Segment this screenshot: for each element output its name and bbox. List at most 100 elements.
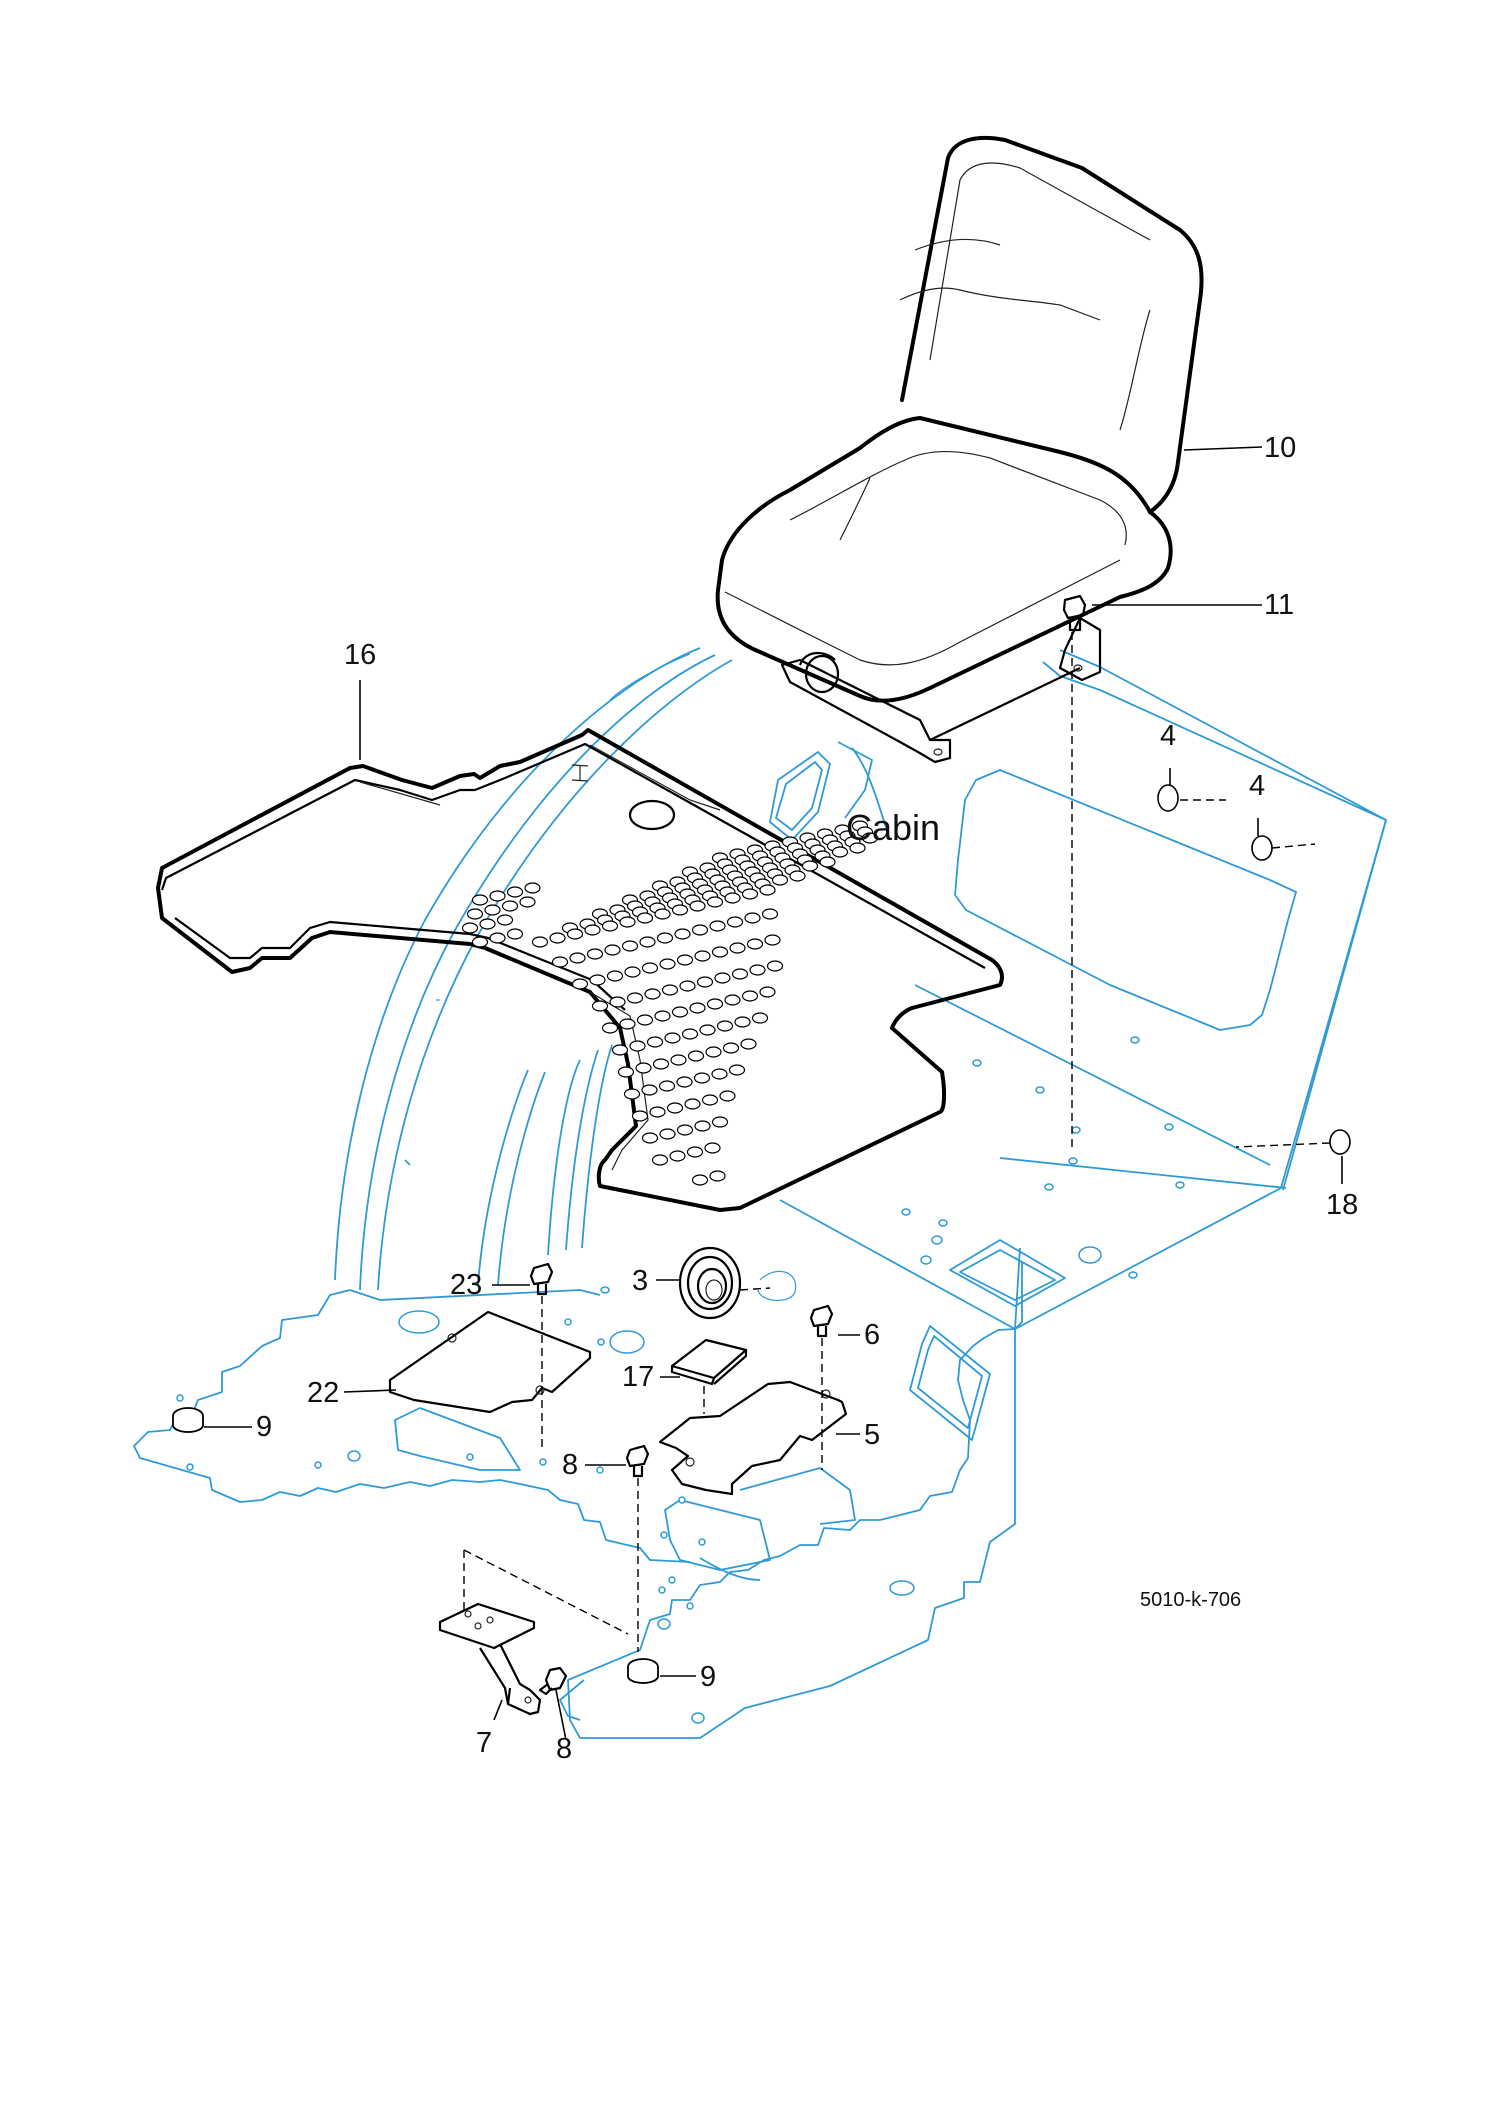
mat-hole bbox=[591, 1000, 609, 1012]
mat-hole bbox=[664, 1032, 681, 1044]
mat-hole bbox=[728, 1064, 746, 1076]
mat-hole bbox=[566, 928, 584, 940]
mat-hole bbox=[519, 896, 536, 908]
mat-hole bbox=[601, 1022, 619, 1034]
callout-9-right: 9 bbox=[700, 1661, 716, 1693]
mat-hole bbox=[586, 948, 604, 960]
mat-hole bbox=[654, 908, 671, 920]
callout-6: 6 bbox=[864, 1319, 880, 1351]
mat-hole bbox=[681, 1028, 699, 1040]
mat-hole bbox=[831, 846, 849, 858]
mat-hole bbox=[706, 998, 724, 1010]
mat-hole bbox=[461, 922, 479, 934]
callout-5: 5 bbox=[864, 1419, 880, 1451]
mat-hole bbox=[729, 942, 746, 954]
mat-hole bbox=[676, 954, 694, 966]
mat-hole bbox=[471, 936, 489, 948]
mat-hole bbox=[589, 974, 606, 986]
callout-7: 7 bbox=[476, 1727, 492, 1759]
mat-hole bbox=[726, 916, 744, 928]
mat-hole bbox=[705, 1046, 722, 1058]
bolt-part-8-lower bbox=[538, 1666, 568, 1696]
mat-hole bbox=[709, 1170, 726, 1182]
mat-hole bbox=[506, 886, 524, 898]
mat-hole bbox=[771, 874, 789, 886]
mat-hole bbox=[861, 832, 879, 844]
mat-hole bbox=[676, 1076, 693, 1088]
mat-hole bbox=[693, 1072, 711, 1084]
mat-hole bbox=[636, 912, 654, 924]
mat-hole bbox=[601, 920, 619, 932]
mat-hole bbox=[719, 1090, 736, 1102]
mat-hole bbox=[658, 1080, 676, 1092]
mat-hole bbox=[751, 1012, 769, 1024]
mat-hole bbox=[659, 958, 676, 970]
mat-hole bbox=[671, 1006, 689, 1018]
mat-hole bbox=[551, 956, 569, 968]
mat-hole bbox=[711, 1068, 728, 1080]
mat-hole bbox=[689, 1002, 706, 1014]
mat-hole bbox=[635, 1062, 652, 1074]
mat-hole bbox=[691, 1174, 709, 1186]
mat-hole bbox=[604, 944, 621, 956]
mat-hole bbox=[646, 1036, 664, 1048]
leader-lines bbox=[204, 446, 1343, 1741]
mat-hole bbox=[674, 928, 691, 940]
mat-hole bbox=[709, 920, 726, 932]
mat-hole bbox=[501, 900, 519, 912]
assembly-lines bbox=[463, 632, 1331, 1652]
mat-hole bbox=[684, 1098, 701, 1110]
mat-hole-pattern bbox=[461, 820, 879, 1186]
mat-hole bbox=[641, 1084, 658, 1096]
mat-hole bbox=[654, 1010, 671, 1022]
mat-hole bbox=[694, 950, 711, 962]
mat-hole bbox=[734, 1016, 751, 1028]
mat-hole bbox=[704, 1142, 721, 1154]
mat-hole bbox=[670, 1054, 687, 1066]
callout-3: 3 bbox=[632, 1265, 648, 1297]
callout-4-upper: 4 bbox=[1160, 720, 1176, 752]
mat-hole bbox=[611, 1044, 629, 1056]
mat-hole bbox=[639, 936, 656, 948]
callout-9-left: 9 bbox=[256, 1411, 272, 1443]
bolt-part-6 bbox=[809, 1304, 834, 1338]
callout-23: 23 bbox=[450, 1269, 482, 1301]
mat-hole bbox=[666, 1102, 684, 1114]
mat-hole bbox=[686, 1146, 704, 1158]
mat-hole bbox=[722, 1042, 740, 1054]
callout-18: 18 bbox=[1326, 1189, 1358, 1221]
mat-hole bbox=[740, 1038, 757, 1050]
mat-hole bbox=[741, 888, 759, 900]
mat-hole bbox=[656, 932, 674, 944]
mat-hole bbox=[701, 1094, 719, 1106]
mat-hole bbox=[661, 984, 679, 996]
mat-hole bbox=[571, 978, 589, 990]
mat-hole bbox=[619, 1018, 636, 1030]
mat-hole bbox=[699, 1024, 716, 1036]
mat-hole bbox=[479, 918, 496, 930]
mat-hole bbox=[731, 968, 749, 980]
mat-hole bbox=[724, 892, 741, 904]
mat-hole bbox=[689, 900, 706, 912]
mat-hole bbox=[496, 914, 514, 926]
mat-hole bbox=[761, 908, 779, 920]
mat-hole bbox=[524, 882, 541, 894]
mat-hole bbox=[651, 1154, 669, 1166]
callout-22: 22 bbox=[307, 1377, 339, 1409]
grommet-part-3 bbox=[678, 1246, 742, 1320]
mat-hole bbox=[714, 972, 731, 984]
cabin-structure bbox=[133, 647, 1387, 1739]
mat-hole bbox=[766, 960, 784, 972]
callout-8-upper: 8 bbox=[562, 1449, 578, 1481]
bolt-part-8 bbox=[625, 1444, 650, 1478]
mat-hole bbox=[644, 988, 661, 1000]
callout-11: 11 bbox=[1264, 589, 1294, 621]
mat-hole bbox=[746, 938, 764, 950]
mat-hole bbox=[759, 884, 776, 896]
mat-hole bbox=[801, 860, 819, 872]
mat-hole bbox=[549, 932, 566, 944]
mat-hole bbox=[584, 924, 601, 936]
mat-hole bbox=[711, 1116, 729, 1128]
mat-hole bbox=[744, 912, 761, 924]
mat-hole bbox=[489, 932, 506, 944]
